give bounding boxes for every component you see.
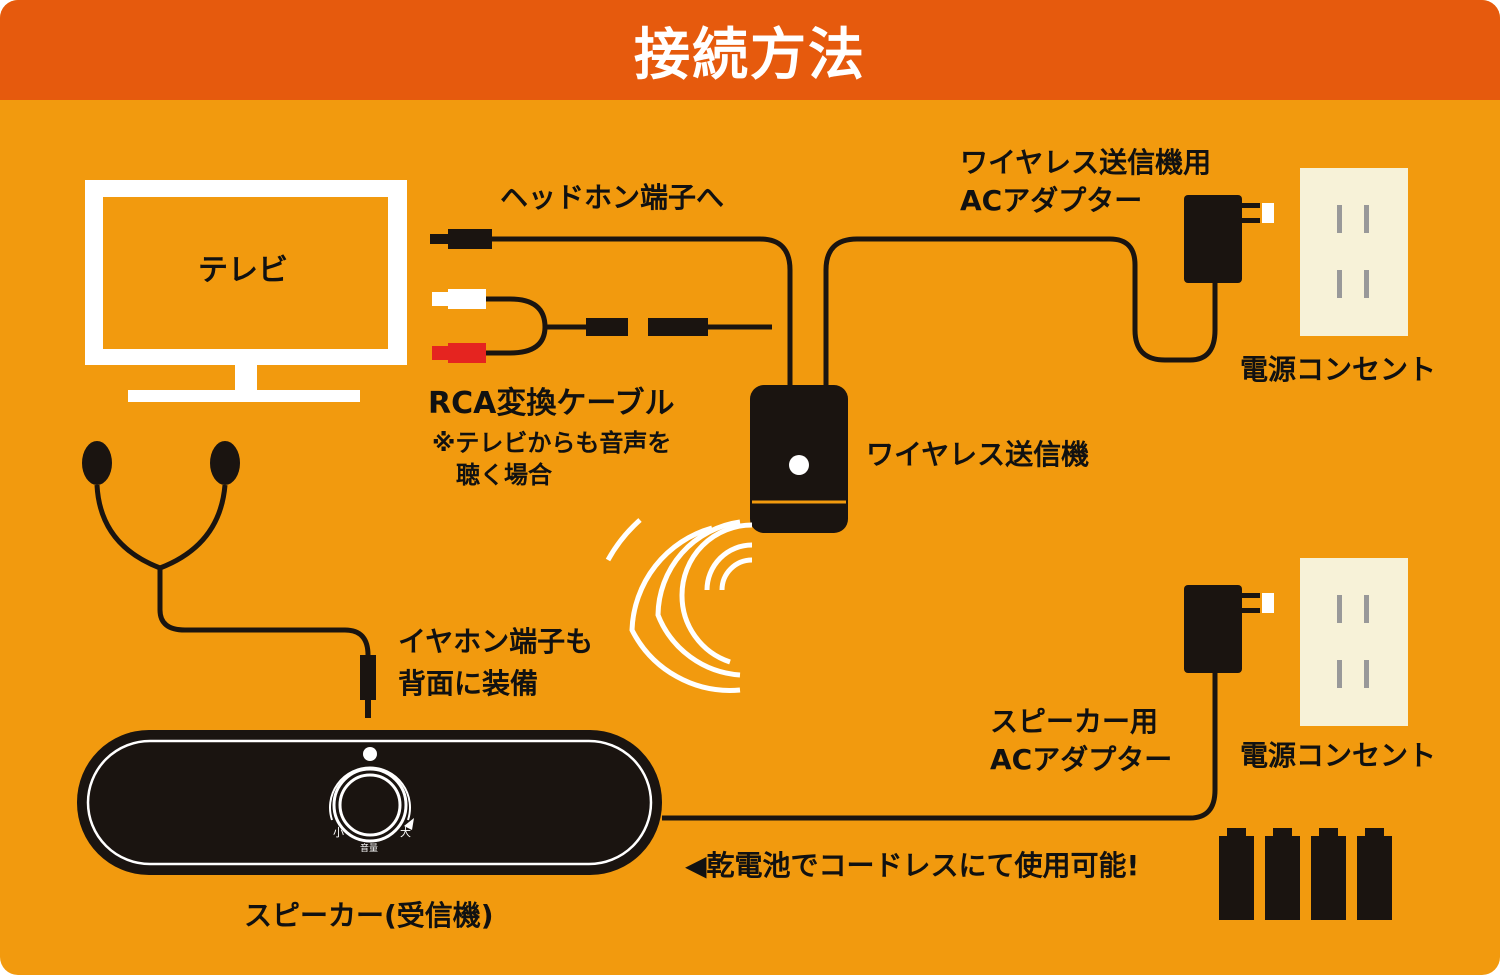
earphone-label-line1: イヤホン端子も <box>398 625 594 658</box>
headphone-plug-icon <box>430 229 492 249</box>
tv-icon <box>85 180 407 402</box>
headphones-icon <box>82 441 376 718</box>
wireless-signal-icon <box>605 518 753 693</box>
tx-adapter-label-line1: ワイヤレス送信機用 <box>960 146 1212 179</box>
headphone-jack-label: ヘッドホン端子へ <box>500 181 725 214</box>
outlet-bottom-label: 電源コンセント <box>1240 739 1437 772</box>
earphone-label-line2: 背面に装備 <box>398 667 539 700</box>
speaker-receiver-icon <box>77 730 662 875</box>
transmitter-power-cable <box>823 236 1218 390</box>
transmitter-ac-adapter-icon <box>1184 195 1274 283</box>
page-title: 接続方法 <box>634 22 866 88</box>
headphone-cable <box>492 236 793 390</box>
tx-adapter-label-line2: ACアダプター <box>960 184 1143 217</box>
transmitter-label: ワイヤレス送信機 <box>866 438 1090 471</box>
rca-note-line1: ※テレビからも音声を <box>432 429 672 457</box>
knob-small-label: 小 <box>333 826 344 839</box>
speaker-label: スピーカー(受信機) <box>244 899 494 932</box>
battery-note-label: ◀乾電池でコードレスにて使用可能! <box>685 849 1140 882</box>
wireless-transmitter-icon <box>750 385 848 533</box>
rca-cable-label: RCA変換ケーブル <box>428 386 675 421</box>
power-outlet-bottom-icon <box>1300 558 1408 726</box>
power-outlet-top-icon <box>1300 168 1408 336</box>
speaker-power-cable <box>662 670 1218 821</box>
speaker-adapter-label-line2: ACアダプター <box>990 743 1173 776</box>
speaker-adapter-label-line1: スピーカー用 <box>990 705 1159 738</box>
batteries-icon <box>1219 828 1392 920</box>
rca-plug-icon <box>432 289 772 363</box>
knob-large-label: 大 <box>400 825 411 839</box>
header-bar: 接続方法 <box>0 0 1500 100</box>
speaker-ac-adapter-icon <box>1184 585 1274 673</box>
outlet-top-label: 電源コンセント <box>1240 353 1437 386</box>
rca-note-line2: 聴く場合 <box>456 461 552 489</box>
tv-label: テレビ <box>198 253 288 288</box>
knob-volume-label: 音量 <box>360 842 378 854</box>
